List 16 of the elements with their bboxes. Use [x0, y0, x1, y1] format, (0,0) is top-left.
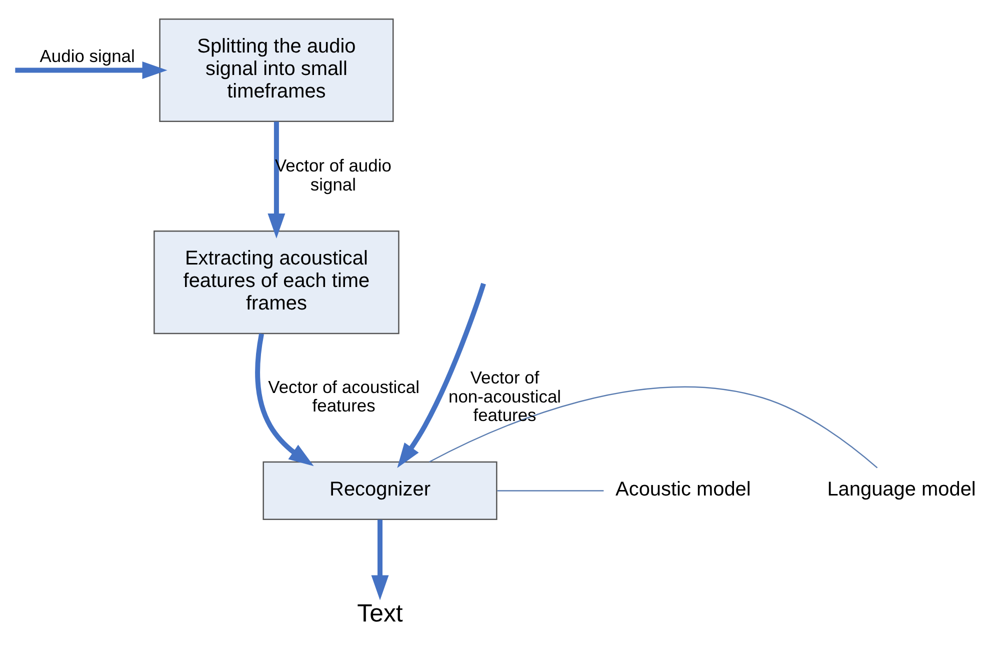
arrow — [14, 61, 167, 79]
node-text: Text — [356, 600, 402, 628]
edge-label: Vector of acoustical features — [268, 377, 419, 416]
node-text: Language model — [826, 478, 976, 500]
node-box: Recognizer — [262, 461, 497, 520]
arrow — [267, 122, 285, 238]
arrow — [396, 282, 486, 468]
arrow — [370, 520, 388, 600]
edge-label: Vector of non-acoustical features — [448, 368, 561, 426]
node-text: Acoustic model — [615, 478, 750, 500]
arrow — [254, 333, 314, 466]
connector — [428, 386, 878, 468]
node-box: Extracting acoustical features of each time frames — [153, 230, 399, 334]
node-box: Splitting the audio signal into small timeframes — [158, 18, 394, 122]
connector — [496, 490, 604, 492]
edge-label: Audio signal — [39, 46, 134, 66]
